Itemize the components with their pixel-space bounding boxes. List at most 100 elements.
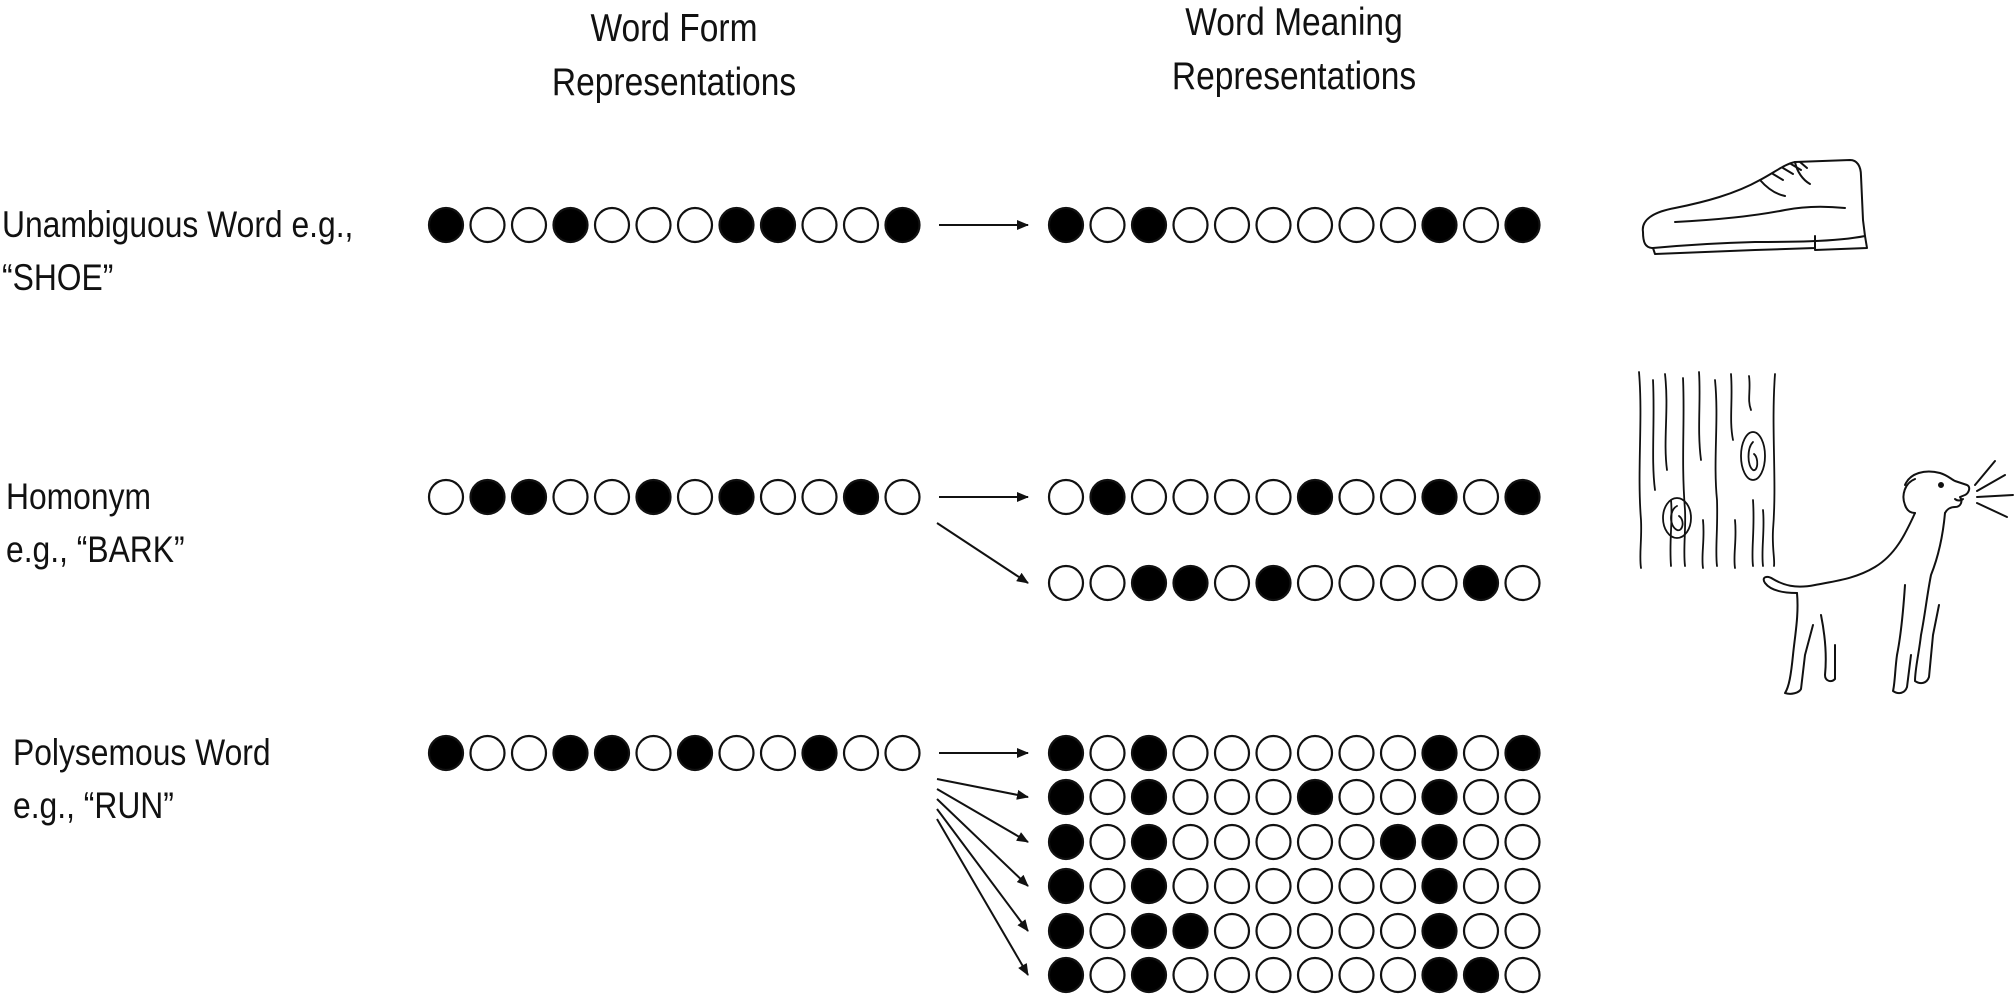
meaning-row-2-3-unit-active bbox=[1047, 867, 1085, 905]
form-row-1-unit-active bbox=[510, 478, 548, 516]
meaning-row-2-4-unit-inactive bbox=[1504, 912, 1541, 950]
form-row-1-unit-active bbox=[635, 478, 672, 516]
header-word-meaning-line1: Word Meaning bbox=[1185, 1, 1403, 44]
meaning-row-2-1-unit-active bbox=[1421, 778, 1458, 816]
row-label-unambiguous: Unambiguous Word e.g., “SHOE” bbox=[2, 198, 353, 304]
header-word-meaning: Word Meaning Representations bbox=[1034, 0, 1553, 104]
meaning-row-2-4-unit-inactive bbox=[1296, 912, 1334, 950]
meaning-row-2-1-unit-inactive bbox=[1462, 778, 1500, 816]
meaning-row-2-1-unit-inactive bbox=[1338, 778, 1375, 816]
form-row-1-unit-inactive bbox=[552, 478, 589, 516]
meaning-row-2-1-unit-inactive bbox=[1213, 778, 1251, 816]
meaning-row-2-2-unit-inactive bbox=[1462, 823, 1500, 861]
meaning-row-2-4-unit-active bbox=[1421, 912, 1458, 950]
meaning-row-1-0-unit-inactive bbox=[1462, 478, 1500, 516]
form-row-1-unit-inactive bbox=[884, 478, 921, 516]
meaning-row-1-0-unit-inactive bbox=[1338, 478, 1375, 516]
meaning-row-1-1-unit-inactive bbox=[1504, 564, 1541, 602]
meaning-row-2-1-unit-active bbox=[1296, 778, 1334, 816]
header-word-form-line1: Word Form bbox=[590, 7, 758, 50]
meaning-row-2-4-unit-inactive bbox=[1089, 912, 1126, 950]
meaning-row-2-5-unit-inactive bbox=[1213, 956, 1251, 994]
meaning-row-2-4-unit-inactive bbox=[1338, 912, 1375, 950]
row-label-homonym-line2: e.g., “BARK” bbox=[6, 529, 185, 570]
meaning-row-2-5-unit-inactive bbox=[1379, 956, 1417, 994]
row-label-unambiguous-line1: Unambiguous Word e.g., bbox=[2, 204, 354, 245]
arrow-2-1 bbox=[936, 778, 1029, 800]
meaning-row-2-5-unit-active bbox=[1130, 956, 1168, 994]
meaning-row-2-3-unit-inactive bbox=[1172, 867, 1209, 905]
form-row-2-unit-active bbox=[593, 734, 631, 772]
form-row-2-unit-active bbox=[552, 734, 589, 772]
meaning-row-1-0-unit-active bbox=[1421, 478, 1458, 516]
meaning-row-2-3-unit-inactive bbox=[1338, 867, 1375, 905]
meaning-row-2-2-unit-active bbox=[1421, 823, 1458, 861]
meaning-row-2-5-unit-active bbox=[1421, 956, 1458, 994]
arrow-2-2 bbox=[936, 788, 1029, 843]
arrow-1-1 bbox=[936, 522, 1029, 584]
meaning-row-2-2-unit-inactive bbox=[1338, 823, 1375, 861]
row-label-polysemous-line1: Polysemous Word bbox=[13, 732, 271, 773]
meaning-row-0-0-unit-active bbox=[1421, 206, 1458, 244]
form-row-2-unit-inactive bbox=[469, 734, 506, 772]
meaning-row-2-0-unit-inactive bbox=[1296, 734, 1334, 772]
meaning-row-2-0-unit-active bbox=[1421, 734, 1458, 772]
form-row-2-unit-active bbox=[801, 734, 838, 772]
row-label-polysemous-line2: e.g., “RUN” bbox=[13, 785, 174, 826]
row-label-polysemous: Polysemous Word e.g., “RUN” bbox=[13, 726, 271, 832]
meaning-row-2-3-unit-active bbox=[1130, 867, 1168, 905]
meaning-row-1-1-unit-inactive bbox=[1338, 564, 1375, 602]
form-row-1-unit-active bbox=[718, 478, 755, 516]
form-row-1-unit-active bbox=[469, 478, 506, 516]
meaning-row-2-3-unit-inactive bbox=[1379, 867, 1417, 905]
header-word-form: Word Form Representations bbox=[414, 2, 933, 110]
meaning-row-2-1-unit-inactive bbox=[1504, 778, 1541, 816]
form-row-0-unit-active bbox=[884, 206, 921, 244]
form-row-2-unit-inactive bbox=[842, 734, 880, 772]
row-label-homonym: Homonym e.g., “BARK” bbox=[6, 470, 185, 576]
meaning-row-2-0-unit-active bbox=[1504, 734, 1541, 772]
form-row-0-unit-inactive bbox=[469, 206, 506, 244]
form-row-0-unit-inactive bbox=[801, 206, 838, 244]
meaning-row-0-0-unit-inactive bbox=[1255, 206, 1292, 244]
meaning-row-2-2-unit-active bbox=[1047, 823, 1085, 861]
meaning-row-2-4-unit-active bbox=[1130, 912, 1168, 950]
meaning-row-2-3-unit-inactive bbox=[1462, 867, 1500, 905]
meaning-row-2-0-unit-inactive bbox=[1172, 734, 1209, 772]
meaning-row-2-0-unit-inactive bbox=[1338, 734, 1375, 772]
meaning-row-1-1-unit-active bbox=[1172, 564, 1209, 602]
meaning-row-2-4-unit-active bbox=[1172, 912, 1209, 950]
form-row-1-unit-inactive bbox=[759, 478, 797, 516]
form-row-0-unit-active bbox=[552, 206, 589, 244]
meaning-row-1-1-unit-inactive bbox=[1421, 564, 1458, 602]
meaning-row-1-0-unit-inactive bbox=[1172, 478, 1209, 516]
meaning-row-2-3-unit-inactive bbox=[1296, 867, 1334, 905]
form-row-1-unit-inactive bbox=[801, 478, 838, 516]
form-row-2-unit-inactive bbox=[718, 734, 755, 772]
meaning-row-1-0-unit-active bbox=[1296, 478, 1334, 516]
meaning-row-2-2-unit-inactive bbox=[1213, 823, 1251, 861]
meaning-row-0-0-unit-active bbox=[1130, 206, 1168, 244]
form-row-1-unit-inactive bbox=[676, 478, 714, 516]
meaning-row-2-2-unit-inactive bbox=[1504, 823, 1541, 861]
meaning-row-2-2-unit-active bbox=[1379, 823, 1417, 861]
meaning-row-2-5-unit-active bbox=[1462, 956, 1500, 994]
meaning-row-2-1-unit-inactive bbox=[1172, 778, 1209, 816]
meaning-row-2-5-unit-active bbox=[1047, 956, 1085, 994]
row-label-homonym-line1: Homonym bbox=[6, 476, 152, 517]
meaning-row-0-0-unit-inactive bbox=[1338, 206, 1375, 244]
meaning-row-2-5-unit-inactive bbox=[1504, 956, 1541, 994]
meaning-row-0-0-unit-active bbox=[1047, 206, 1085, 244]
form-row-0-unit-inactive bbox=[510, 206, 548, 244]
form-row-1-unit-inactive bbox=[427, 478, 465, 516]
meaning-row-0-0-unit-inactive bbox=[1379, 206, 1417, 244]
meaning-row-2-0-unit-inactive bbox=[1089, 734, 1126, 772]
meaning-row-2-0-unit-inactive bbox=[1379, 734, 1417, 772]
header-word-meaning-line2: Representations bbox=[1171, 55, 1417, 98]
form-row-0-unit-inactive bbox=[842, 206, 880, 244]
meaning-row-2-2-unit-inactive bbox=[1089, 823, 1126, 861]
meaning-row-2-3-unit-inactive bbox=[1213, 867, 1251, 905]
meaning-row-2-0-unit-active bbox=[1047, 734, 1085, 772]
meaning-row-0-0-unit-inactive bbox=[1462, 206, 1500, 244]
